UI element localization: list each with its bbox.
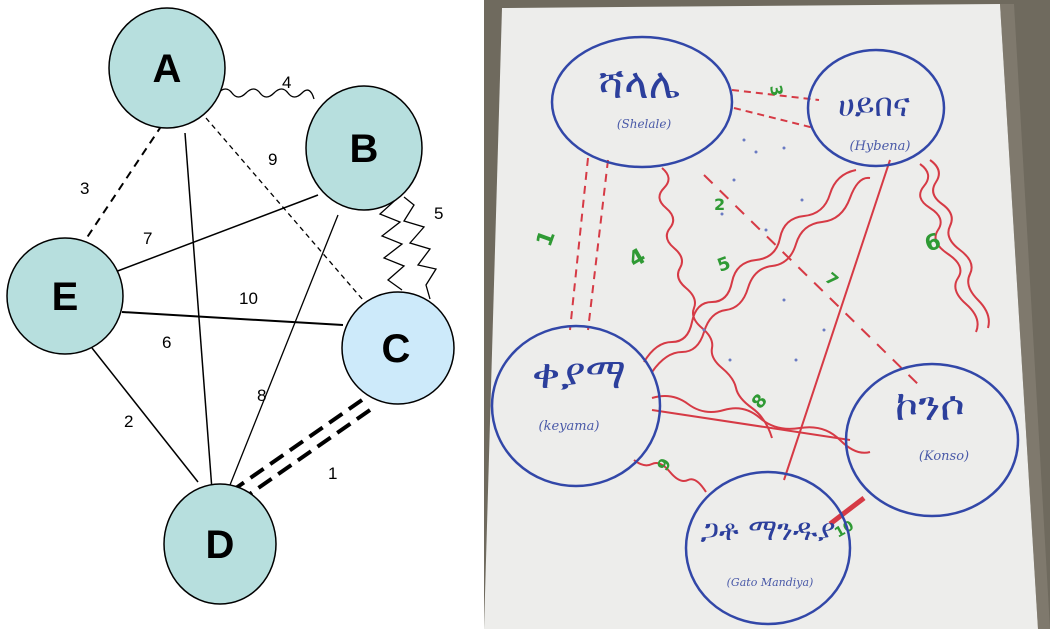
edge-b-c-2 bbox=[402, 196, 438, 300]
edge-b-e bbox=[114, 194, 319, 273]
edge-c-d-2 bbox=[242, 408, 372, 500]
photo-node-haybena-script: ሀይበና bbox=[838, 86, 910, 124]
weight-e-c: 10 bbox=[239, 289, 258, 308]
edge-shalale-keyama-dashed bbox=[569, 157, 609, 331]
edge-shalale-haybena-dashed bbox=[731, 89, 820, 129]
edge-haybena-gato-line bbox=[783, 159, 891, 481]
node-b-circle bbox=[305, 85, 423, 211]
photo-node-haybena-latin: (Hybena) bbox=[850, 139, 911, 154]
photo-node-shalale-script: ሻላሌ bbox=[598, 59, 680, 108]
photo-node-haybena: ሀይበና (Hybena) bbox=[806, 48, 946, 168]
edge-a-e bbox=[81, 124, 163, 246]
weight-a-d: 6 bbox=[162, 333, 171, 352]
edge-c-d-1 bbox=[234, 398, 364, 490]
photo-node-konso-circle bbox=[844, 362, 1020, 518]
edge-b-c-1 bbox=[378, 193, 406, 291]
node-e-circle bbox=[6, 237, 124, 355]
node-a: A bbox=[108, 7, 226, 129]
weight-e-d: 2 bbox=[124, 412, 133, 431]
photo-node-keyama-latin: (keyama) bbox=[539, 419, 600, 434]
edge-a-c bbox=[205, 117, 364, 301]
node-c-circle bbox=[341, 291, 455, 405]
weight-a-b: 4 bbox=[282, 73, 291, 92]
edge-keyama-haybena-wavy-2 bbox=[651, 176, 871, 373]
node-e-label: E bbox=[52, 275, 79, 319]
edge-keyama-konso-line bbox=[651, 409, 851, 441]
photo-weight-2: 2 bbox=[714, 195, 725, 214]
photo-node-haybena-circle bbox=[806, 48, 946, 168]
red-edges bbox=[569, 89, 990, 526]
photo-node-shalale: ሻላሌ (Shelale) bbox=[550, 35, 734, 169]
edge-b-d bbox=[227, 214, 339, 491]
edge-haybena-konso-wavy bbox=[919, 163, 979, 333]
edge-weights: 4 3 9 5 7 10 6 8 2 1 bbox=[80, 73, 443, 483]
node-b: B bbox=[305, 85, 423, 211]
edge-a-b bbox=[217, 88, 315, 100]
paper-shadow bbox=[1000, 4, 1050, 629]
edge-shalale-konso-dashed bbox=[703, 174, 925, 391]
photo-node-konso-latin: (Konso) bbox=[919, 449, 969, 464]
node-b-label: B bbox=[350, 127, 379, 171]
edges bbox=[81, 88, 438, 500]
photo-weight-3: 3 bbox=[766, 83, 787, 97]
node-d-label: D bbox=[206, 523, 235, 567]
edge-e-d bbox=[91, 347, 199, 483]
node-d-circle bbox=[163, 483, 277, 605]
pen-dots bbox=[702, 138, 826, 362]
photo-node-gato-latin: (Gato Mandiya) bbox=[727, 576, 814, 589]
photo-node-gato-script: ጋቶ ማንዱያ bbox=[701, 513, 836, 548]
photo-node-shalale-latin: (Shelale) bbox=[617, 117, 672, 131]
edge-gato-konso-thick bbox=[828, 496, 866, 526]
edge-shalale-gato-wavy bbox=[658, 167, 773, 439]
edge-keyama-konso-wavy bbox=[651, 395, 871, 454]
node-a-label: A bbox=[153, 47, 182, 91]
node-d: D bbox=[163, 483, 277, 605]
weight-b-d: 8 bbox=[257, 386, 266, 405]
photo-node-keyama-circle bbox=[490, 324, 662, 488]
photo-node-keyama-script: ቀያማ bbox=[532, 349, 626, 398]
photo-node-gato-circle bbox=[684, 470, 852, 626]
weight-b-e: 7 bbox=[143, 229, 152, 248]
nodes: A B C D E bbox=[6, 7, 455, 605]
photo-node-gato: ጋቶ ማንዱያ (Gato Mandiya) bbox=[684, 470, 852, 626]
edge-e-c bbox=[121, 311, 344, 326]
edge-a-d bbox=[184, 132, 213, 491]
node-e: E bbox=[6, 237, 124, 355]
edge-keyama-gato-wavy bbox=[633, 459, 707, 493]
node-c: C bbox=[341, 291, 455, 405]
photo-nodes: ሻላሌ (Shelale) ሀይበና (Hybena) ቀያማ (keyama)… bbox=[490, 35, 1020, 626]
flipchart-photo: 3 1 2 4 5 7 6 8 9 10 ሻላሌ (Shelale) ሀይበና … bbox=[484, 0, 1050, 629]
weight-b-c: 5 bbox=[434, 204, 443, 223]
photo-node-shalale-circle bbox=[550, 35, 734, 169]
edge-keyama-haybena-wavy-1 bbox=[643, 169, 857, 363]
weight-c-d: 1 bbox=[328, 464, 337, 483]
photo-node-konso-script: ኮንሶ bbox=[895, 381, 965, 430]
node-a-circle bbox=[108, 7, 226, 129]
photo-node-konso: ኮንሶ (Konso) bbox=[844, 362, 1020, 518]
node-c-label: C bbox=[382, 327, 411, 371]
weight-a-e: 3 bbox=[80, 179, 89, 198]
photo-node-keyama: ቀያማ (keyama) bbox=[490, 324, 662, 488]
weight-a-c: 9 bbox=[268, 150, 277, 169]
edge-haybena-konso-wavy-2 bbox=[929, 159, 990, 329]
graph-diagram: 4 3 9 5 7 10 6 8 2 1 A B C D E bbox=[6, 7, 455, 605]
